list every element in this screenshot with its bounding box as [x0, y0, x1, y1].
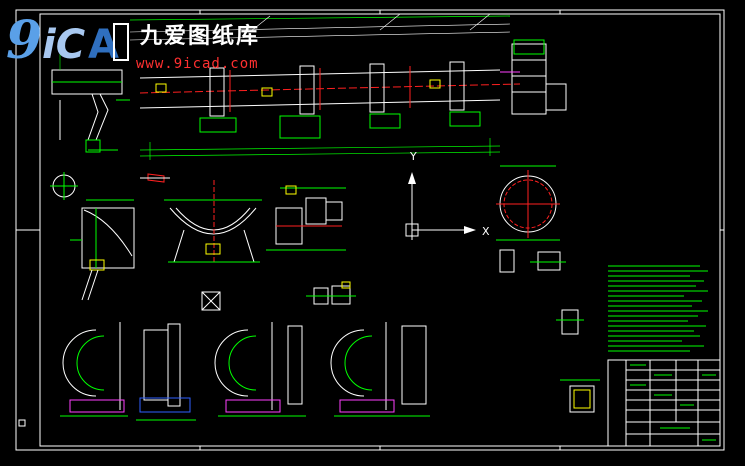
svg-text:9: 9	[6, 10, 42, 71]
roller-station-view	[266, 185, 346, 251]
feed-end-view	[51, 40, 130, 153]
ucs-icon: Y X	[405, 150, 490, 240]
technical-requirements-notes	[608, 265, 708, 352]
support-roller-sections	[60, 322, 430, 421]
title-block	[607, 359, 721, 447]
detail-circle-left	[50, 172, 170, 200]
small-parts-views	[499, 249, 600, 413]
bearing-detail-views	[201, 281, 356, 311]
frame-corner-mark	[18, 419, 26, 427]
frame-ticks	[16, 10, 724, 450]
site-watermark: 9 iC A 九爱图纸库 www.9icad.com	[4, 6, 304, 76]
site-name-text: 九爱图纸库	[140, 23, 261, 49]
girth-gear-view	[496, 165, 560, 241]
logo-9icad-icon: 9 iC A	[6, 10, 129, 71]
y-axis-label: Y	[409, 150, 417, 163]
hood-section-view	[70, 199, 135, 301]
x-axis-label: X	[482, 225, 490, 238]
inner-frame	[39, 13, 721, 447]
site-url-text: www.9icad.com	[136, 56, 259, 72]
shell-arc-section	[164, 180, 262, 263]
kiln-elevation-view	[129, 13, 567, 160]
svg-text:iC: iC	[42, 22, 85, 68]
